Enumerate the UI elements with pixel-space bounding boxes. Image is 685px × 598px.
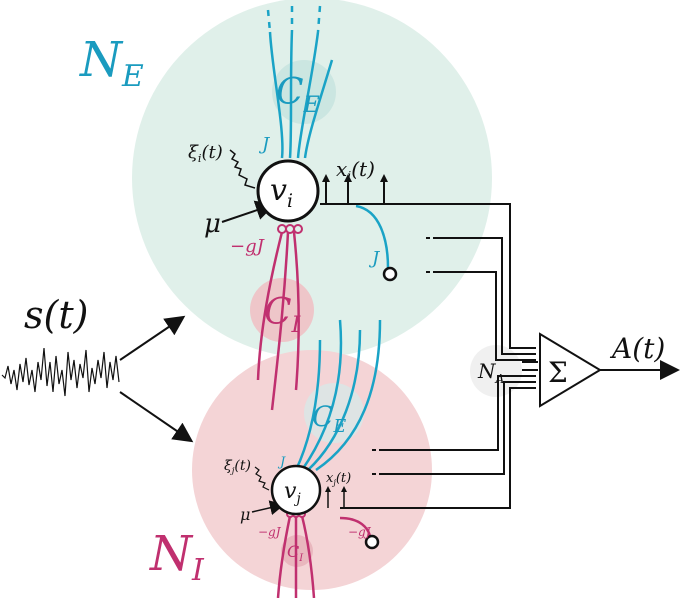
label-sum: Σ xyxy=(548,356,568,389)
stimulus-signal xyxy=(1,347,120,397)
label-mu-j: μ xyxy=(240,505,250,524)
inhibitory-population-circle xyxy=(192,350,432,590)
label-j-exc-out: J xyxy=(368,248,381,269)
ce-blob-bottom xyxy=(304,383,364,443)
excitatory-inputs-to-vj xyxy=(294,319,382,472)
label-ce-top: CE xyxy=(276,72,320,118)
label-neg-gj-top: −gJ xyxy=(230,236,266,257)
label-output: A(t) xyxy=(609,332,665,365)
label-stimulus: s(t) xyxy=(24,293,88,337)
label-neg-gj-vj: −gJ xyxy=(258,525,282,539)
label-neg-gj-out: −gJ xyxy=(348,525,372,539)
label-ci-main: CI xyxy=(264,292,302,338)
label-ce-bottom: CE xyxy=(312,400,346,437)
sum-node xyxy=(539,332,602,408)
synapse-inhibitory xyxy=(364,534,380,550)
label-vi: vi xyxy=(270,173,293,212)
label-mu-i: μ xyxy=(204,209,221,239)
label-ne: NE xyxy=(79,32,144,94)
label-na: NA xyxy=(477,359,505,386)
label-j-top: J xyxy=(258,134,271,155)
label-xj-spike: xj(t) xyxy=(326,471,351,487)
label-ni: NI xyxy=(149,526,205,588)
inhibitory-inputs-to-vj xyxy=(276,515,316,598)
label-j-vj: J xyxy=(277,455,286,470)
label-xi-spike: xi(t) xyxy=(336,157,375,183)
neuron-vj xyxy=(270,464,322,516)
neuron-vi xyxy=(256,159,320,223)
na-blob xyxy=(470,345,522,397)
excitatory-inputs-top xyxy=(268,29,334,159)
inhibitory-inputs-to-vi xyxy=(256,231,301,411)
ce-blob-top xyxy=(272,60,336,124)
noise-squiggle-j xyxy=(254,466,270,491)
label-ci-small: CI xyxy=(287,542,304,564)
label-xi-noise-j: ξj(t) xyxy=(224,458,251,476)
label-vj: vj xyxy=(284,479,301,507)
label-xi-noise-i: ξi(t) xyxy=(188,142,223,165)
synapse-excitatory xyxy=(382,266,398,282)
noise-squiggle-i xyxy=(229,149,256,189)
